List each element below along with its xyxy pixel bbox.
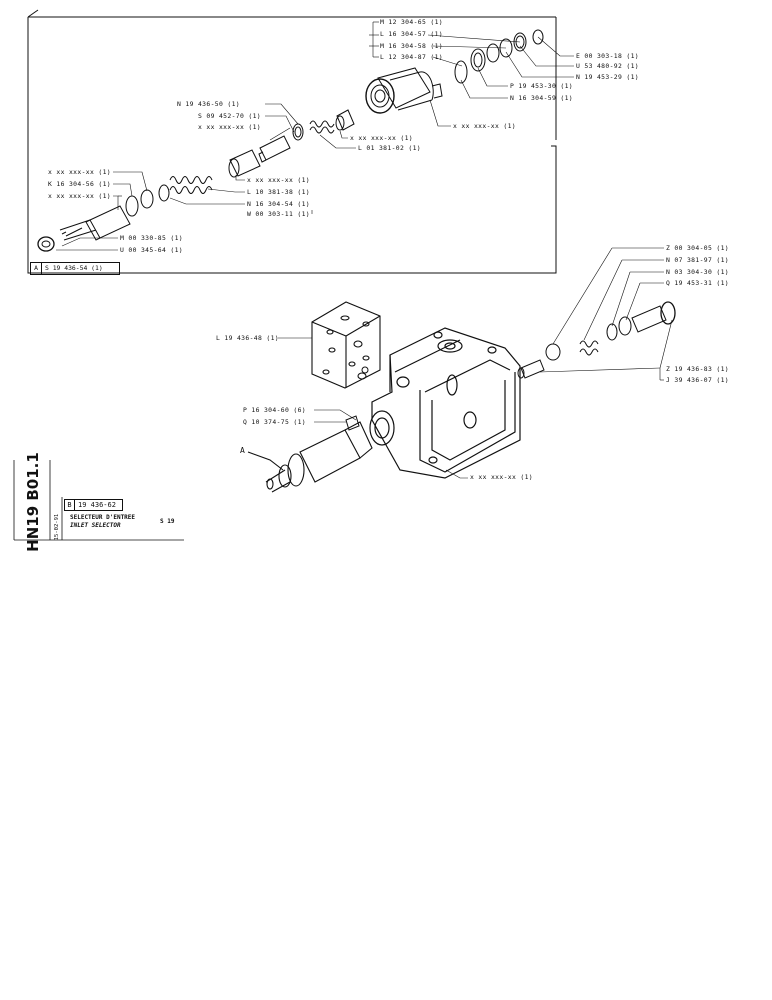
part-label: M 00 330-85 (1) [120, 234, 183, 242]
leader-lines-lower [278, 247, 673, 479]
upper-cartridge-body [365, 67, 443, 114]
callout-a: A [240, 446, 246, 455]
part-label: P 19 453-30 (1) [510, 82, 573, 90]
part-label: U 00 345-64 (1) [120, 246, 183, 254]
part-label: x xx xxx-xx (1) [247, 176, 310, 184]
leader-lines-upper [56, 21, 574, 251]
lower-cartridge [37, 189, 154, 252]
upper-rings [454, 29, 544, 84]
part-label: W 00 303-11 (1) [247, 210, 310, 218]
part-label: L 01 381-02 (1) [358, 144, 421, 152]
drawing-code: HN19 B01.1 [24, 452, 42, 552]
inlet-body [369, 327, 521, 479]
title-french: SELECTEUR D'ENTREE [70, 514, 136, 521]
part-label: L 12 304-87 (1) [380, 53, 443, 61]
part-label: M 12 304-65 (1) [380, 18, 443, 26]
part-label: x xx xxx-xx (1) [48, 168, 111, 176]
part-label: L 10 381-38 (1) [247, 188, 310, 196]
part-label: L 16 304-57 (1) [380, 30, 443, 38]
part-label: N 07 381-97 (1) [666, 256, 729, 264]
middle-spring-and-plunger [158, 149, 261, 202]
assembly-ref: S 19 436-54 (1) [45, 264, 103, 272]
part-label: N 19 436-50 (1) [177, 100, 240, 108]
part-label: E 00 303-18 (1) [576, 52, 639, 60]
part-label: x xx xxx-xx (1) [350, 134, 413, 142]
part-label: N 03 304-30 (1) [666, 268, 729, 276]
part-label: x xx xxx-xx (1) [470, 473, 533, 481]
part-label: Z 00 304-05 (1) [666, 244, 729, 252]
part-label: S 09 452-70 (1) [198, 112, 261, 120]
part-label: x xx xxx-xx (1) [453, 122, 516, 130]
right-parts [517, 301, 676, 379]
manifold-plate [311, 301, 381, 389]
title-block-lines [13, 460, 184, 541]
plug-screw [345, 366, 369, 431]
part-label: N 16 304-59 (1) [510, 94, 573, 102]
part-label: N 16 304-54 (1) [247, 200, 310, 208]
part-label: K 16 304-56 (1) [48, 180, 111, 188]
detail-frame-a [27, 9, 557, 274]
part-label: Q 10 374-75 (1) [243, 418, 306, 426]
cartridge-a [247, 421, 373, 493]
assembly-tag: A [31, 263, 42, 274]
part-label: J 39 436-07 (1) [666, 376, 729, 384]
part-label: N 19 453-29 (1) [576, 73, 639, 81]
part-label: Z 19 436-83 (1) [666, 365, 729, 373]
part-label: Q 19 453-31 (1) [666, 279, 729, 287]
part-label: P 16 304-60 (6) [243, 406, 306, 414]
drawing-date: 15-02-91 [54, 513, 60, 541]
part-label: x xx xxx-xx (1) [198, 123, 261, 131]
part-label: L 19 436-48 (1) [216, 334, 279, 342]
model-code: S 19 [160, 518, 175, 525]
part-label: M 16 304-58 (1) [380, 42, 443, 50]
title-english: INLET SELECTOR [70, 522, 121, 529]
part-label: U 53 480-92 (1) [576, 62, 639, 70]
part-label: x xx xxx-xx (1) [48, 192, 111, 200]
upper-spring-and-parts [258, 109, 355, 163]
